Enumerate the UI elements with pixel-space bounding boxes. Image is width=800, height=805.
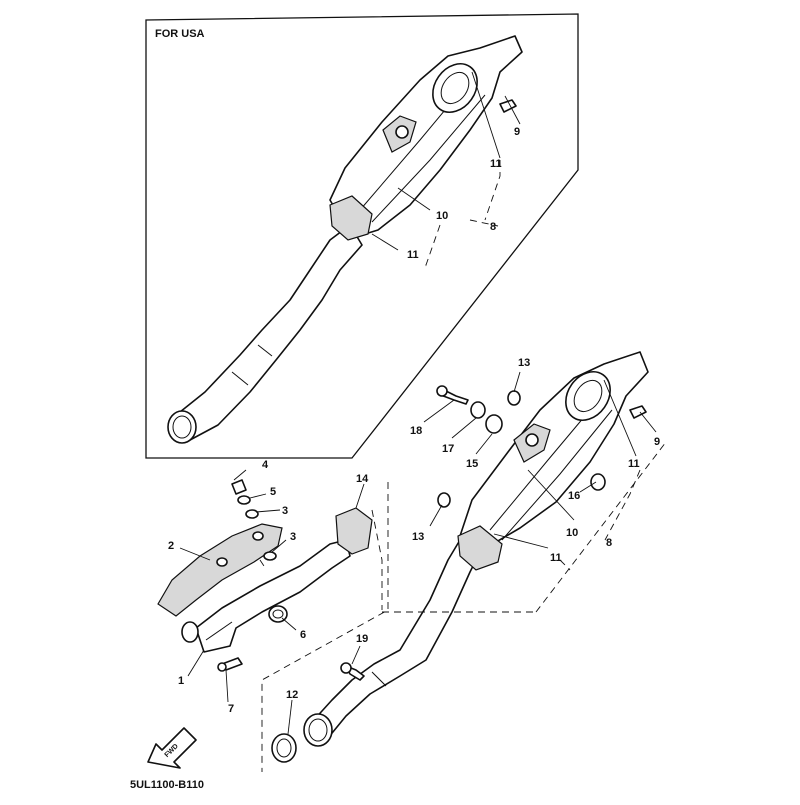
callout-usa-8: 8 [490, 221, 496, 233]
usa-header-pipe [169, 224, 363, 441]
callout-16: 16 [568, 490, 580, 502]
callout-9: 9 [654, 436, 660, 448]
callout-11-bottom: 11 [550, 552, 562, 564]
callout-6: 6 [300, 629, 306, 641]
callout-11-top: 11 [628, 458, 640, 470]
inset-title: FOR USA [155, 28, 205, 40]
callout-usa-11-bottom: 11 [407, 249, 419, 261]
callout-13-bottom: 13 [412, 531, 424, 543]
main-bolt-9 [629, 405, 647, 419]
callout-1: 1 [178, 675, 184, 687]
grommet-15 [485, 414, 503, 434]
callout-8: 8 [606, 537, 612, 549]
nut-13-top [507, 390, 521, 406]
main-pipe-outlet [303, 713, 333, 747]
nut-13-bottom [437, 492, 451, 508]
washer-3-top [245, 509, 259, 519]
callout-13-top: 13 [518, 357, 530, 369]
bolt-4 [231, 479, 247, 495]
callout-15: 15 [466, 458, 478, 470]
callout-19: 19 [356, 633, 368, 645]
joint-ring [271, 733, 297, 763]
usa-muffler [167, 35, 523, 444]
diagram-code: 5UL1100-B110 [130, 779, 204, 791]
usa-front-band [329, 195, 373, 241]
callout-10: 10 [566, 527, 578, 539]
callout-12: 12 [286, 689, 298, 701]
main-group-outline [261, 482, 389, 772]
washer-17 [470, 401, 486, 419]
washer-5 [237, 495, 251, 505]
callout-18: 18 [410, 425, 422, 437]
callout-3-top: 3 [282, 505, 288, 517]
callout-4: 4 [262, 459, 269, 471]
mounting-hardware [436, 385, 606, 508]
callout-5: 5 [270, 486, 276, 498]
callout-17: 17 [442, 443, 454, 455]
collar-16 [590, 473, 606, 491]
callout-usa-10: 10 [436, 210, 448, 222]
main-front-band [457, 525, 503, 571]
fwd-arrow-icon: FWD [147, 727, 197, 769]
main-header-pipe [311, 539, 483, 739]
heat-protector [157, 523, 283, 617]
exhaust-pipe [195, 539, 351, 653]
main-muffler-body [459, 351, 649, 549]
callout-usa-9: 9 [514, 126, 520, 138]
washer-3-bottom [263, 551, 277, 561]
exhaust-pipe-group [157, 479, 373, 763]
callout-14: 14 [356, 473, 369, 485]
main-muffler [303, 351, 649, 747]
callout-3-bottom: 3 [290, 531, 296, 543]
pipe-clamp [335, 507, 373, 555]
usa-pipe-outlet [167, 410, 197, 444]
usa-inset-frame [145, 13, 579, 459]
callout-2: 2 [168, 540, 174, 552]
callout-usa-11-top: 11 [490, 158, 502, 170]
callout-7: 7 [228, 703, 234, 715]
exhaust-port-flange [181, 621, 199, 643]
